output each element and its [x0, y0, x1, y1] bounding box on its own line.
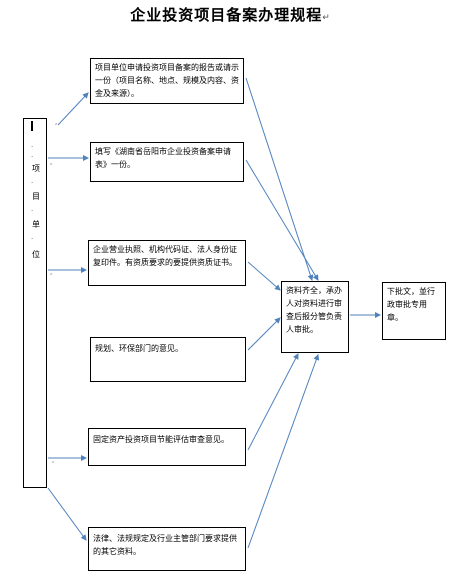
arrow-mark: ,	[50, 158, 53, 166]
approval-text: 下批文，並行政审批专用章。	[387, 287, 435, 322]
requirement-form-text: 填写《湖南省岳阳市企业投资备案申请表》一份。	[95, 147, 231, 169]
text-cursor-icon	[31, 121, 33, 131]
requirement-box-other: 法律、法规规定及行业主管部门要求提供的其它资料。	[88, 527, 246, 571]
requirement-box-license: 企业营业执照、机构代码证、法人身份证复印件。有资质要求的要提供资质证书。	[88, 240, 246, 286]
arrow-mark: ,	[52, 456, 55, 464]
arrow-mark: ,	[50, 268, 53, 276]
column-char-2: 目	[32, 192, 40, 201]
arrow-to-report	[57, 92, 89, 126]
arrow-energy-to-review	[247, 353, 299, 451]
requirement-planning-text: 规划、环保部门的意见。	[95, 344, 183, 353]
arrow-report-to-review	[245, 77, 314, 281]
dot-mark: .	[31, 141, 34, 149]
requirement-report-text: 项目单位申请投资项目备案的报告或请示一份（项目名称、地点、规模及内容、资金及来源…	[95, 63, 239, 98]
dot-mark: .	[31, 205, 34, 213]
requirement-box-energy: 固定资产投资项目节能评估审查意见。	[88, 428, 246, 466]
requirement-box-planning: 规划、环保部门的意见。	[90, 337, 246, 382]
review-box: 资料齐全，承办人对资料进行审查后报分管负责人审批。	[281, 281, 349, 353]
arrow-other-to-review	[247, 354, 320, 549]
arrow-planning-to-review	[247, 317, 281, 351]
paragraph-mark-icon: ↵	[322, 13, 331, 23]
requirement-other-text: 法律、法规规定及行业主管部门要求提供的其它资料。	[93, 534, 237, 556]
review-text: 资料齐全，承办人对资料进行审查后报分管负责人审批。	[286, 286, 342, 334]
column-char-4: 位	[32, 250, 40, 259]
dot-mark: .	[31, 233, 34, 241]
page-title: 企业投资项目备案办理规程↵	[0, 4, 461, 25]
requirement-box-report: 项目单位申请投资项目备案的报告或请示一份（项目名称、地点、规模及内容、资金及来源…	[90, 58, 244, 104]
dot-mark: .	[31, 151, 34, 159]
column-char-3: 单	[32, 220, 40, 229]
dot-mark: .	[31, 177, 34, 185]
arrow-to-other	[47, 487, 87, 541]
requirement-energy-text: 固定资产投资项目节能评估审查意见。	[93, 435, 229, 444]
arrow-form-to-review	[245, 159, 319, 281]
title-text: 企业投资项目备案办理规程	[130, 6, 323, 24]
arrow-mark: ,	[55, 118, 58, 126]
requirement-box-form: 填写《湖南省岳阳市企业投资备案申请表》一份。	[90, 142, 244, 182]
applicant-column: . . 项 . 目 . 单 . 位	[23, 118, 47, 488]
approval-box: 下批文，並行政审批专用章。	[382, 282, 446, 340]
arrow-license-to-review	[247, 261, 281, 291]
requirement-license-text: 企业营业执照、机构代码证、法人身份证复印件。有资质要求的要提供资质证书。	[93, 245, 237, 267]
column-char-1: 项	[32, 164, 40, 173]
